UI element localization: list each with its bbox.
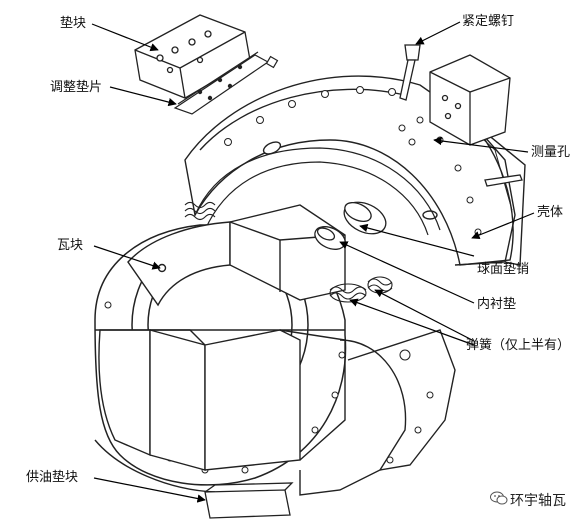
top-right-pad <box>399 44 523 187</box>
arrow-shim <box>109 86 177 107</box>
label-inner-liner: 内衬垫 <box>477 297 517 312</box>
arrow-spherical-pin <box>359 223 475 257</box>
arrow-spring-2 <box>349 298 475 346</box>
label-oil-supply-block: 供油垫块 <box>26 470 79 485</box>
label-spherical-pin: 球面垫销 <box>477 262 530 277</box>
shim-part <box>173 51 279 115</box>
arrow-pad-block <box>91 23 159 52</box>
arrow-oil-supply <box>93 477 206 503</box>
label-shim: 调整垫片 <box>50 80 103 95</box>
arrow-inner-liner <box>339 241 475 304</box>
label-tile-block: 瓦块 <box>57 238 84 253</box>
label-spring: 弹簧（仅上半有） <box>466 338 571 353</box>
lower-shoes <box>94 329 456 496</box>
arrow-measuring-hole <box>433 136 529 153</box>
arrow-tile-block <box>93 245 161 270</box>
tile-block-part <box>127 204 346 307</box>
label-set-screw: 紧定螺钉 <box>462 14 515 29</box>
oil-supply-block-part <box>204 482 294 519</box>
watermark-text: 环宇轴瓦 <box>510 493 566 509</box>
label-pad-block: 垫块 <box>60 16 87 31</box>
pad-block-part <box>134 14 251 99</box>
housing <box>184 75 526 266</box>
arrow-set-screw <box>415 21 461 45</box>
label-housing: 壳体 <box>537 205 564 220</box>
arrow-spring-1 <box>374 289 475 342</box>
arrow-housing <box>471 212 535 240</box>
spherical-pin-part <box>314 201 387 250</box>
wechat-icon <box>490 491 508 505</box>
label-measuring-hole: 测量孔 <box>531 145 571 160</box>
housing-inner-ring <box>194 147 441 236</box>
leader-arrows <box>91 21 535 503</box>
